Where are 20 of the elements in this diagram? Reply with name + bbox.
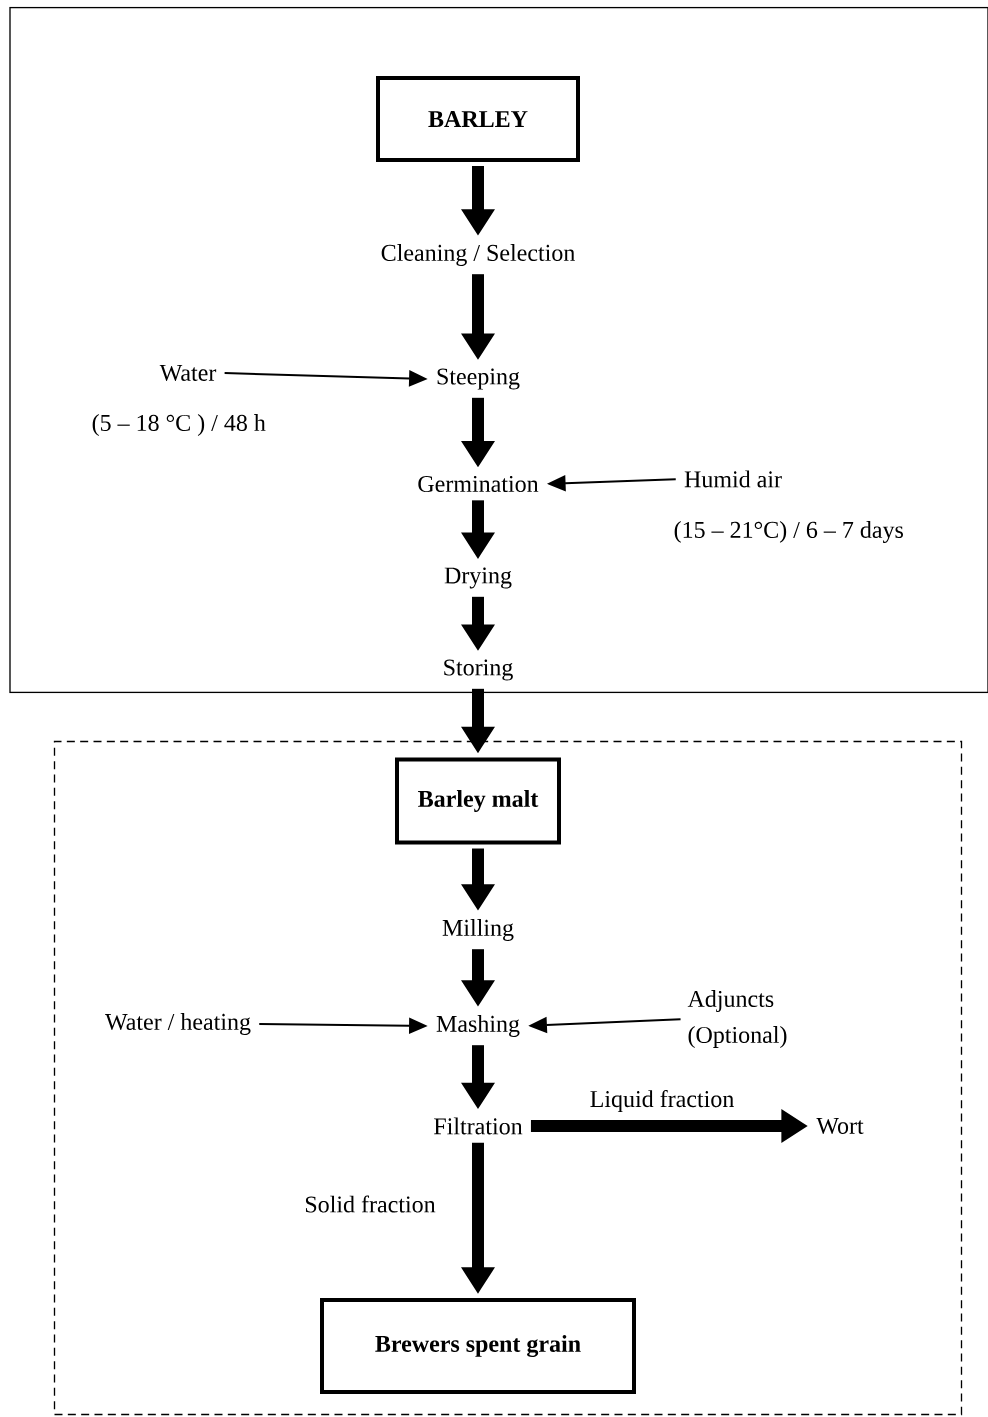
- step-text: Milling: [442, 919, 514, 941]
- condition-text: (5 – 18 °C ) / 48 h: [92, 414, 266, 436]
- process-box: BARLEY: [376, 76, 580, 162]
- condition-text: (15 – 21°C) / 6 – 7 days: [674, 521, 903, 543]
- step-text: Filtration: [434, 1117, 523, 1135]
- step-text: Wort: [816, 1117, 864, 1135]
- step-text: Adjuncts (Optional): [687, 990, 787, 1048]
- step-text: Cleaning / Selection: [381, 244, 575, 266]
- step-text: Steeping: [437, 368, 520, 390]
- process-box: Brewers spent grain: [320, 1298, 636, 1394]
- step-text: Germination: [418, 475, 539, 493]
- step-text: Water: [159, 364, 217, 382]
- step-text: Storing: [444, 659, 513, 681]
- step-text: Humid air: [684, 470, 782, 488]
- edge-label: Solid fraction: [303, 1194, 437, 1214]
- step-text: Drying: [444, 567, 512, 589]
- edge-label: Liquid fraction: [588, 1088, 736, 1114]
- process-box: Barley malt: [395, 757, 561, 845]
- step-text: Water / heating: [105, 1013, 251, 1035]
- step-text: Mashing: [436, 1015, 520, 1037]
